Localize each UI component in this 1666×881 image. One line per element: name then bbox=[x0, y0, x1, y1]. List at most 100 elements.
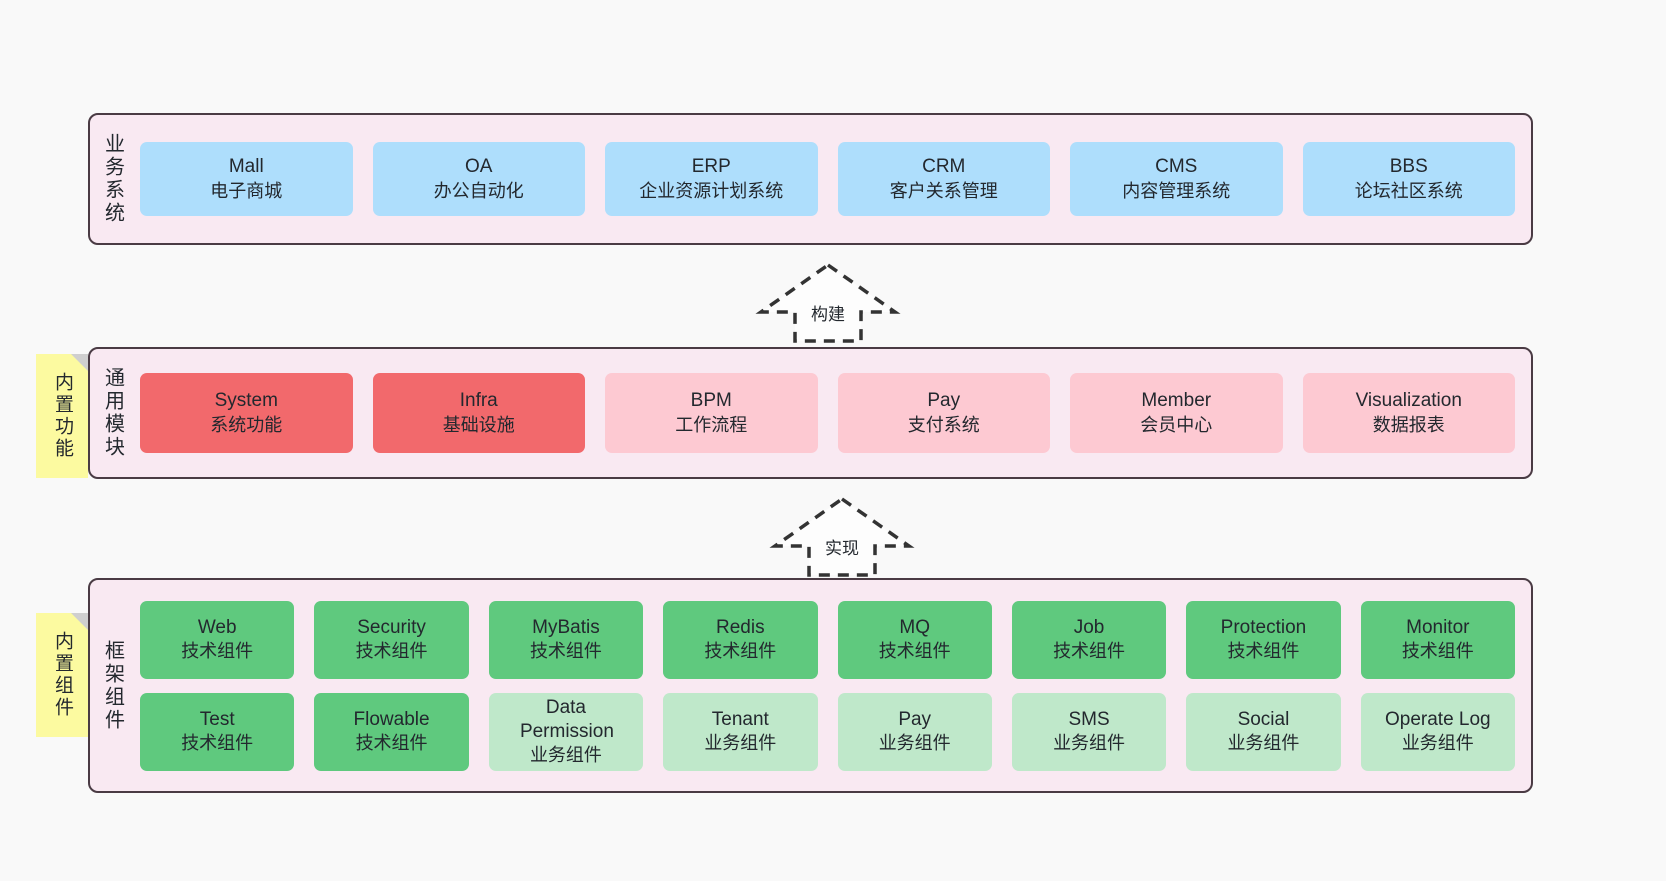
framework-row-1: Web 技术组件 Security 技术组件 MyBatis 技术组件 Redi… bbox=[140, 600, 1515, 679]
framework-card-operate-log[interactable]: Operate Log 业务组件 bbox=[1360, 692, 1515, 771]
card-subtitle: 数据报表 bbox=[1372, 414, 1445, 435]
business-card-cms[interactable]: CMS 内容管理系统 bbox=[1070, 142, 1283, 216]
card-title: Web bbox=[197, 616, 237, 638]
card-title: Social bbox=[1237, 708, 1290, 730]
card-title: Redis bbox=[716, 616, 765, 638]
page-fold-icon bbox=[71, 613, 88, 630]
card-subtitle: 办公自动化 bbox=[433, 180, 524, 201]
framework-card-social[interactable]: Social 业务组件 bbox=[1186, 692, 1341, 771]
card-subtitle: 企业资源计划系统 bbox=[639, 180, 784, 201]
card-title: BBS bbox=[1389, 156, 1428, 178]
card-subtitle: 内容管理系统 bbox=[1122, 180, 1231, 201]
card-subtitle: 技术组件 bbox=[878, 641, 951, 662]
framework-card-test[interactable]: Test 技术组件 bbox=[140, 692, 295, 771]
card-title: CMS bbox=[1155, 156, 1198, 178]
card-subtitle: 技术组件 bbox=[181, 641, 254, 662]
card-title: Pay bbox=[927, 390, 961, 412]
framework-card-mq[interactable]: MQ 技术组件 bbox=[837, 600, 992, 679]
card-title: BPM bbox=[690, 390, 732, 412]
business-card-oa[interactable]: OA 办公自动化 bbox=[372, 142, 585, 216]
card-title: MQ bbox=[899, 616, 930, 638]
card-subtitle: 技术组件 bbox=[1401, 641, 1474, 662]
card-subtitle: 业务组件 bbox=[1227, 733, 1300, 754]
card-title: Flowable bbox=[353, 708, 430, 730]
card-subtitle: 业务组件 bbox=[1401, 733, 1474, 754]
card-title: Security bbox=[357, 616, 426, 638]
card-title: Data Permission bbox=[519, 696, 614, 742]
card-title: Job bbox=[1073, 616, 1105, 638]
card-subtitle: 论坛社区系统 bbox=[1354, 180, 1463, 201]
card-title: Pay bbox=[898, 708, 932, 730]
card-subtitle: 基础设施 bbox=[442, 414, 515, 435]
card-title: SMS bbox=[1068, 708, 1110, 730]
business-card-mall[interactable]: Mall 电子商城 bbox=[140, 142, 353, 216]
card-title: Member bbox=[1141, 390, 1212, 412]
card-subtitle: 支付系统 bbox=[907, 414, 980, 435]
sticky-note-label: 内置功能 bbox=[51, 372, 73, 460]
sticky-note-builtin-components: 内置组件 bbox=[36, 613, 88, 737]
card-subtitle: 技术组件 bbox=[1227, 641, 1300, 662]
card-title: Monitor bbox=[1406, 616, 1470, 638]
card-title: Tenant bbox=[711, 708, 769, 730]
business-card-erp[interactable]: ERP 企业资源计划系统 bbox=[605, 142, 818, 216]
card-title: CRM bbox=[922, 156, 966, 178]
framework-card-protection[interactable]: Protection 技术组件 bbox=[1186, 600, 1341, 679]
card-title: Mall bbox=[228, 156, 264, 178]
framework-card-flowable[interactable]: Flowable 技术组件 bbox=[314, 692, 469, 771]
card-title: ERP bbox=[691, 156, 731, 178]
module-card-pay[interactable]: Pay 支付系统 bbox=[837, 373, 1050, 453]
module-card-visualization[interactable]: Visualization 数据报表 bbox=[1302, 373, 1515, 453]
card-subtitle: 电子商城 bbox=[210, 180, 283, 201]
layer-framework-components: 框架组件 Web 技术组件 Security 技术组件 MyBatis 技术组件… bbox=[88, 578, 1533, 793]
framework-card-sms[interactable]: SMS 业务组件 bbox=[1011, 692, 1167, 771]
card-subtitle: 业务组件 bbox=[878, 733, 951, 754]
arrow-implement: 实现 bbox=[769, 496, 915, 578]
arrow-build-icon bbox=[755, 262, 901, 343]
framework-card-web[interactable]: Web 技术组件 bbox=[140, 600, 295, 679]
layer-modules-body: System 系统功能 Infra 基础设施 BPM 工作流程 Pay 支付系统… bbox=[134, 349, 1531, 477]
card-title: System bbox=[214, 390, 278, 412]
card-subtitle: 业务组件 bbox=[1053, 733, 1126, 754]
card-subtitle: 系统功能 bbox=[210, 414, 283, 435]
card-subtitle: 技术组件 bbox=[704, 641, 777, 662]
framework-card-mybatis[interactable]: MyBatis 技术组件 bbox=[488, 600, 644, 679]
business-card-crm[interactable]: CRM 客户关系管理 bbox=[837, 142, 1050, 216]
framework-card-job[interactable]: Job 技术组件 bbox=[1011, 600, 1167, 679]
card-subtitle: 客户关系管理 bbox=[889, 180, 998, 201]
card-title: Visualization bbox=[1355, 390, 1462, 412]
card-subtitle: 技术组件 bbox=[355, 733, 428, 754]
framework-card-tenant[interactable]: Tenant 业务组件 bbox=[663, 692, 818, 771]
business-card-bbs[interactable]: BBS 论坛社区系统 bbox=[1302, 142, 1515, 216]
card-subtitle: 会员中心 bbox=[1140, 414, 1213, 435]
card-title: Infra bbox=[459, 390, 498, 412]
card-subtitle: 技术组件 bbox=[529, 641, 602, 662]
module-card-infra[interactable]: Infra 基础设施 bbox=[372, 373, 585, 453]
page-fold-icon bbox=[71, 354, 88, 371]
sticky-note-label: 内置组件 bbox=[51, 631, 73, 719]
business-row: Mall 电子商城 OA 办公自动化 ERP 企业资源计划系统 CRM 客户关系… bbox=[140, 142, 1515, 216]
card-subtitle: 业务组件 bbox=[529, 745, 602, 766]
card-subtitle: 业务组件 bbox=[704, 733, 777, 754]
layer-modules-label: 通用模块 bbox=[101, 367, 124, 459]
layer-framework-body: Web 技术组件 Security 技术组件 MyBatis 技术组件 Redi… bbox=[134, 580, 1531, 791]
framework-card-pay[interactable]: Pay 业务组件 bbox=[837, 692, 992, 771]
layer-common-modules: 通用模块 System 系统功能 Infra 基础设施 BPM 工作流程 Pay… bbox=[88, 347, 1533, 479]
framework-card-security[interactable]: Security 技术组件 bbox=[314, 600, 469, 679]
card-subtitle: 技术组件 bbox=[355, 641, 428, 662]
modules-row: System 系统功能 Infra 基础设施 BPM 工作流程 Pay 支付系统… bbox=[140, 373, 1515, 453]
card-title: Protection bbox=[1220, 616, 1307, 638]
framework-card-monitor[interactable]: Monitor 技术组件 bbox=[1360, 600, 1515, 679]
card-subtitle: 工作流程 bbox=[675, 414, 748, 435]
sticky-note-builtin-features: 内置功能 bbox=[36, 354, 88, 478]
card-title: Test bbox=[199, 708, 235, 730]
framework-card-data-permission[interactable]: Data Permission 业务组件 bbox=[488, 692, 644, 771]
arrow-build: 构建 bbox=[755, 262, 901, 344]
module-card-system[interactable]: System 系统功能 bbox=[140, 373, 353, 453]
module-card-member[interactable]: Member 会员中心 bbox=[1070, 373, 1283, 453]
layer-business-body: Mall 电子商城 OA 办公自动化 ERP 企业资源计划系统 CRM 客户关系… bbox=[134, 115, 1531, 243]
module-card-bpm[interactable]: BPM 工作流程 bbox=[605, 373, 818, 453]
framework-card-redis[interactable]: Redis 技术组件 bbox=[663, 600, 818, 679]
card-title: OA bbox=[465, 156, 493, 178]
card-subtitle: 技术组件 bbox=[1053, 641, 1126, 662]
